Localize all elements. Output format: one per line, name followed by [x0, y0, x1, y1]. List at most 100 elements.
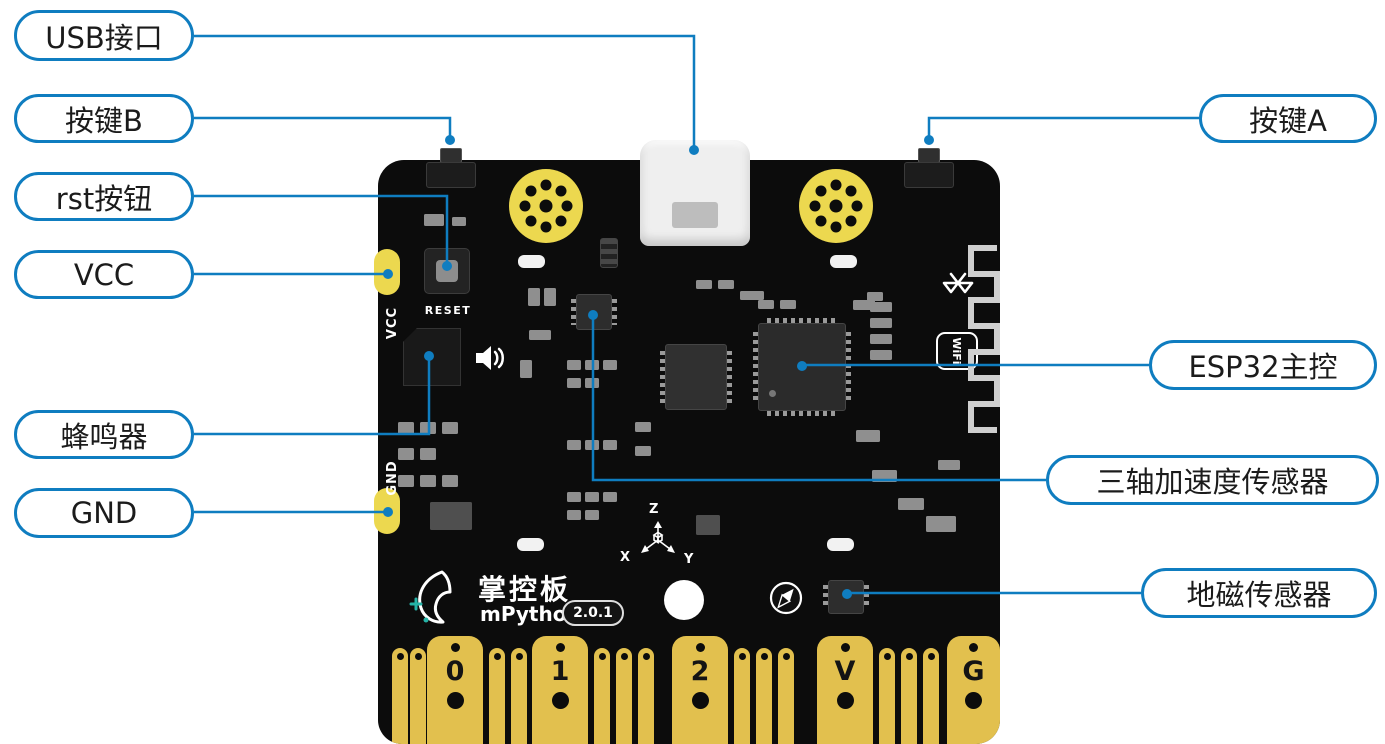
smd-component	[603, 492, 617, 502]
edge-small-pad	[778, 648, 794, 744]
edge-pin-v: V	[817, 636, 873, 744]
smd-component	[938, 460, 960, 470]
edge-small-pad	[392, 648, 408, 744]
smd-component	[585, 378, 599, 388]
smd-component	[567, 378, 581, 388]
smd-component	[870, 350, 892, 360]
smd-component	[398, 448, 414, 460]
flame-logo-icon	[409, 570, 452, 624]
board-hole	[664, 580, 704, 620]
smd-component	[517, 538, 544, 551]
smd-component	[853, 300, 875, 310]
brand-name: 掌控板	[478, 573, 572, 606]
label-button-b: 按键B	[14, 94, 194, 143]
smd-component	[926, 516, 956, 532]
label-buzzer: 蜂鸣器	[14, 410, 194, 459]
mpython-board: RESET VCC GND	[374, 140, 1000, 744]
edge-pin-1: 1	[532, 636, 588, 744]
speaker-icon	[476, 346, 504, 370]
edge-pin-0: 0	[427, 636, 483, 744]
bluetooth-icon	[941, 269, 975, 297]
compass-icon	[769, 581, 803, 615]
label-usb-port: USB接口	[14, 10, 194, 61]
edge-small-pad	[734, 648, 750, 744]
edge-small-pad	[489, 648, 505, 744]
smd-component	[870, 334, 892, 344]
smd-component	[520, 360, 532, 378]
usb-tongue	[672, 202, 718, 228]
smd-component	[780, 300, 796, 309]
button-a	[904, 162, 954, 188]
smd-component	[518, 255, 545, 268]
axis-z-label: Z	[649, 502, 659, 517]
smd-component	[442, 475, 458, 487]
smd-component	[635, 422, 651, 432]
smd-component	[740, 291, 764, 300]
smd-component	[585, 492, 599, 502]
edge-small-pad	[756, 648, 772, 744]
smd-component	[696, 515, 720, 535]
mount-hole-right	[799, 169, 873, 243]
edge-small-pad	[638, 648, 654, 744]
edge-small-pad	[901, 648, 917, 744]
smd-component	[424, 214, 444, 226]
smd-component	[567, 360, 581, 370]
smd-component	[452, 217, 466, 226]
smd-component	[603, 360, 617, 370]
smd-component	[420, 422, 436, 434]
smd-component	[420, 475, 436, 487]
reset-silkscreen: RESET	[424, 304, 472, 317]
small-chip	[600, 238, 618, 268]
smd-component	[585, 360, 599, 370]
button-b	[426, 162, 476, 188]
smd-component	[585, 510, 599, 520]
smd-component	[898, 498, 924, 510]
smd-component	[758, 300, 774, 309]
smd-component	[872, 470, 897, 482]
edge-pin-2: 2	[672, 636, 728, 744]
smd-component	[603, 440, 617, 450]
edge-connector: 0 1 2 V G	[378, 632, 1000, 744]
label-accelerometer: 三轴加速度传感器	[1046, 455, 1379, 505]
smd-component	[696, 280, 712, 289]
edge-small-pad	[879, 648, 895, 744]
edge-small-pad	[923, 648, 939, 744]
usb-c-connector	[640, 140, 750, 246]
smd-component	[635, 446, 651, 456]
edge-small-pad	[594, 648, 610, 744]
smd-component	[544, 288, 556, 306]
axis-cube-icon	[641, 521, 675, 553]
edge-pin-g: G	[947, 636, 1000, 744]
label-esp32: ESP32主控	[1149, 340, 1377, 390]
version-badge: 2.0.1	[562, 600, 624, 626]
magnetometer-chip	[823, 580, 869, 614]
smd-component	[856, 430, 880, 442]
axis-y-label: Y	[684, 552, 694, 567]
label-button-a: 按键A	[1199, 94, 1377, 143]
smd-component	[442, 422, 458, 434]
smd-component	[567, 492, 581, 502]
smd-component	[398, 422, 414, 434]
label-gnd: GND	[14, 488, 194, 538]
axis-x-label: X	[620, 550, 631, 565]
label-vcc: VCC	[14, 250, 194, 299]
smd-component	[529, 330, 551, 340]
reset-plunger	[436, 260, 458, 282]
smd-component	[430, 502, 472, 530]
smd-component	[867, 292, 883, 301]
edge-small-pad	[616, 648, 632, 744]
smd-component	[830, 255, 857, 268]
mount-hole-left	[509, 169, 583, 243]
smd-component	[567, 440, 581, 450]
smd-component	[398, 475, 414, 487]
smd-component	[870, 318, 892, 328]
smd-component	[827, 538, 854, 551]
edge-small-pad	[511, 648, 527, 744]
label-magnetometer: 地磁传感器	[1141, 568, 1377, 618]
edge-small-pad	[410, 648, 426, 744]
smd-component	[718, 280, 734, 289]
smd-component	[528, 288, 540, 306]
smd-component	[420, 448, 436, 460]
smd-component	[585, 440, 599, 450]
